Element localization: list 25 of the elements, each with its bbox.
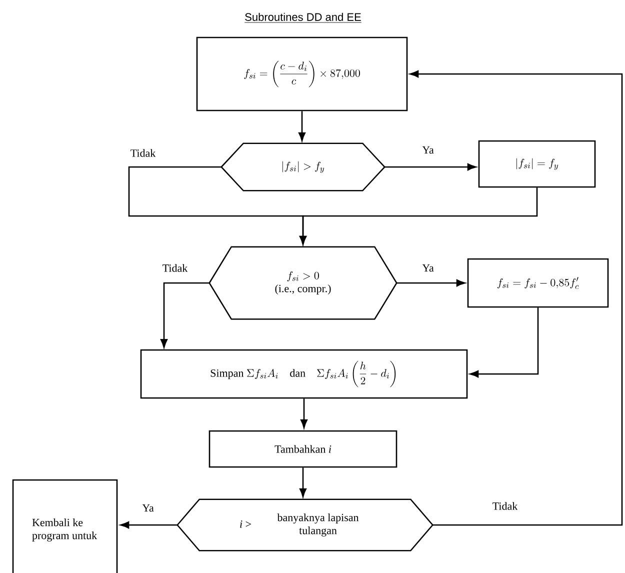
edge-label: Ya: [141, 503, 155, 513]
title: Subroutines DD and EE: [244, 12, 362, 23]
process-box: $f_{si} = f_{si} - 0{,}85f'_c$: [467, 258, 609, 308]
arrow: [298, 111, 306, 142]
edge-label: Tidak: [161, 263, 189, 273]
edge-label: Tidak: [491, 501, 519, 511]
decision-hexagon: i > banyaknya lapisan tulangan: [176, 498, 434, 552]
process-box: Tambahkan i: [208, 430, 398, 468]
edge-label: Ya: [421, 263, 435, 273]
arrow: [396, 279, 466, 287]
arrow: [160, 282, 210, 348]
arrow: [299, 188, 538, 245]
arrow: [299, 468, 307, 498]
process-box: Kembali ke program untuk: [12, 479, 118, 573]
process-box: $|f_{si}| = f_y$: [478, 140, 596, 188]
process-box: $\text{Simpan } \Sigma f_{si}A_i \quad \text{dan} \quad \Sigma f_{si}A_i\left(\dfrac{h}{2} - d_i\right)$: [140, 349, 468, 399]
arrow: [300, 398, 308, 428]
arrow: [384, 163, 476, 171]
edge-label: Tidak: [129, 148, 157, 158]
arrow: [410, 70, 623, 526]
arrow: [120, 521, 178, 529]
edge-label: Ya: [421, 145, 435, 155]
arrow: [470, 308, 539, 378]
process-box: $f_{si} = \left(\dfrac{c - d_i}{c}\right) \times 87{,}000$: [196, 36, 408, 112]
decision-hexagon: $f_{si} > 0$ (i.e., compr.): [208, 246, 398, 320]
